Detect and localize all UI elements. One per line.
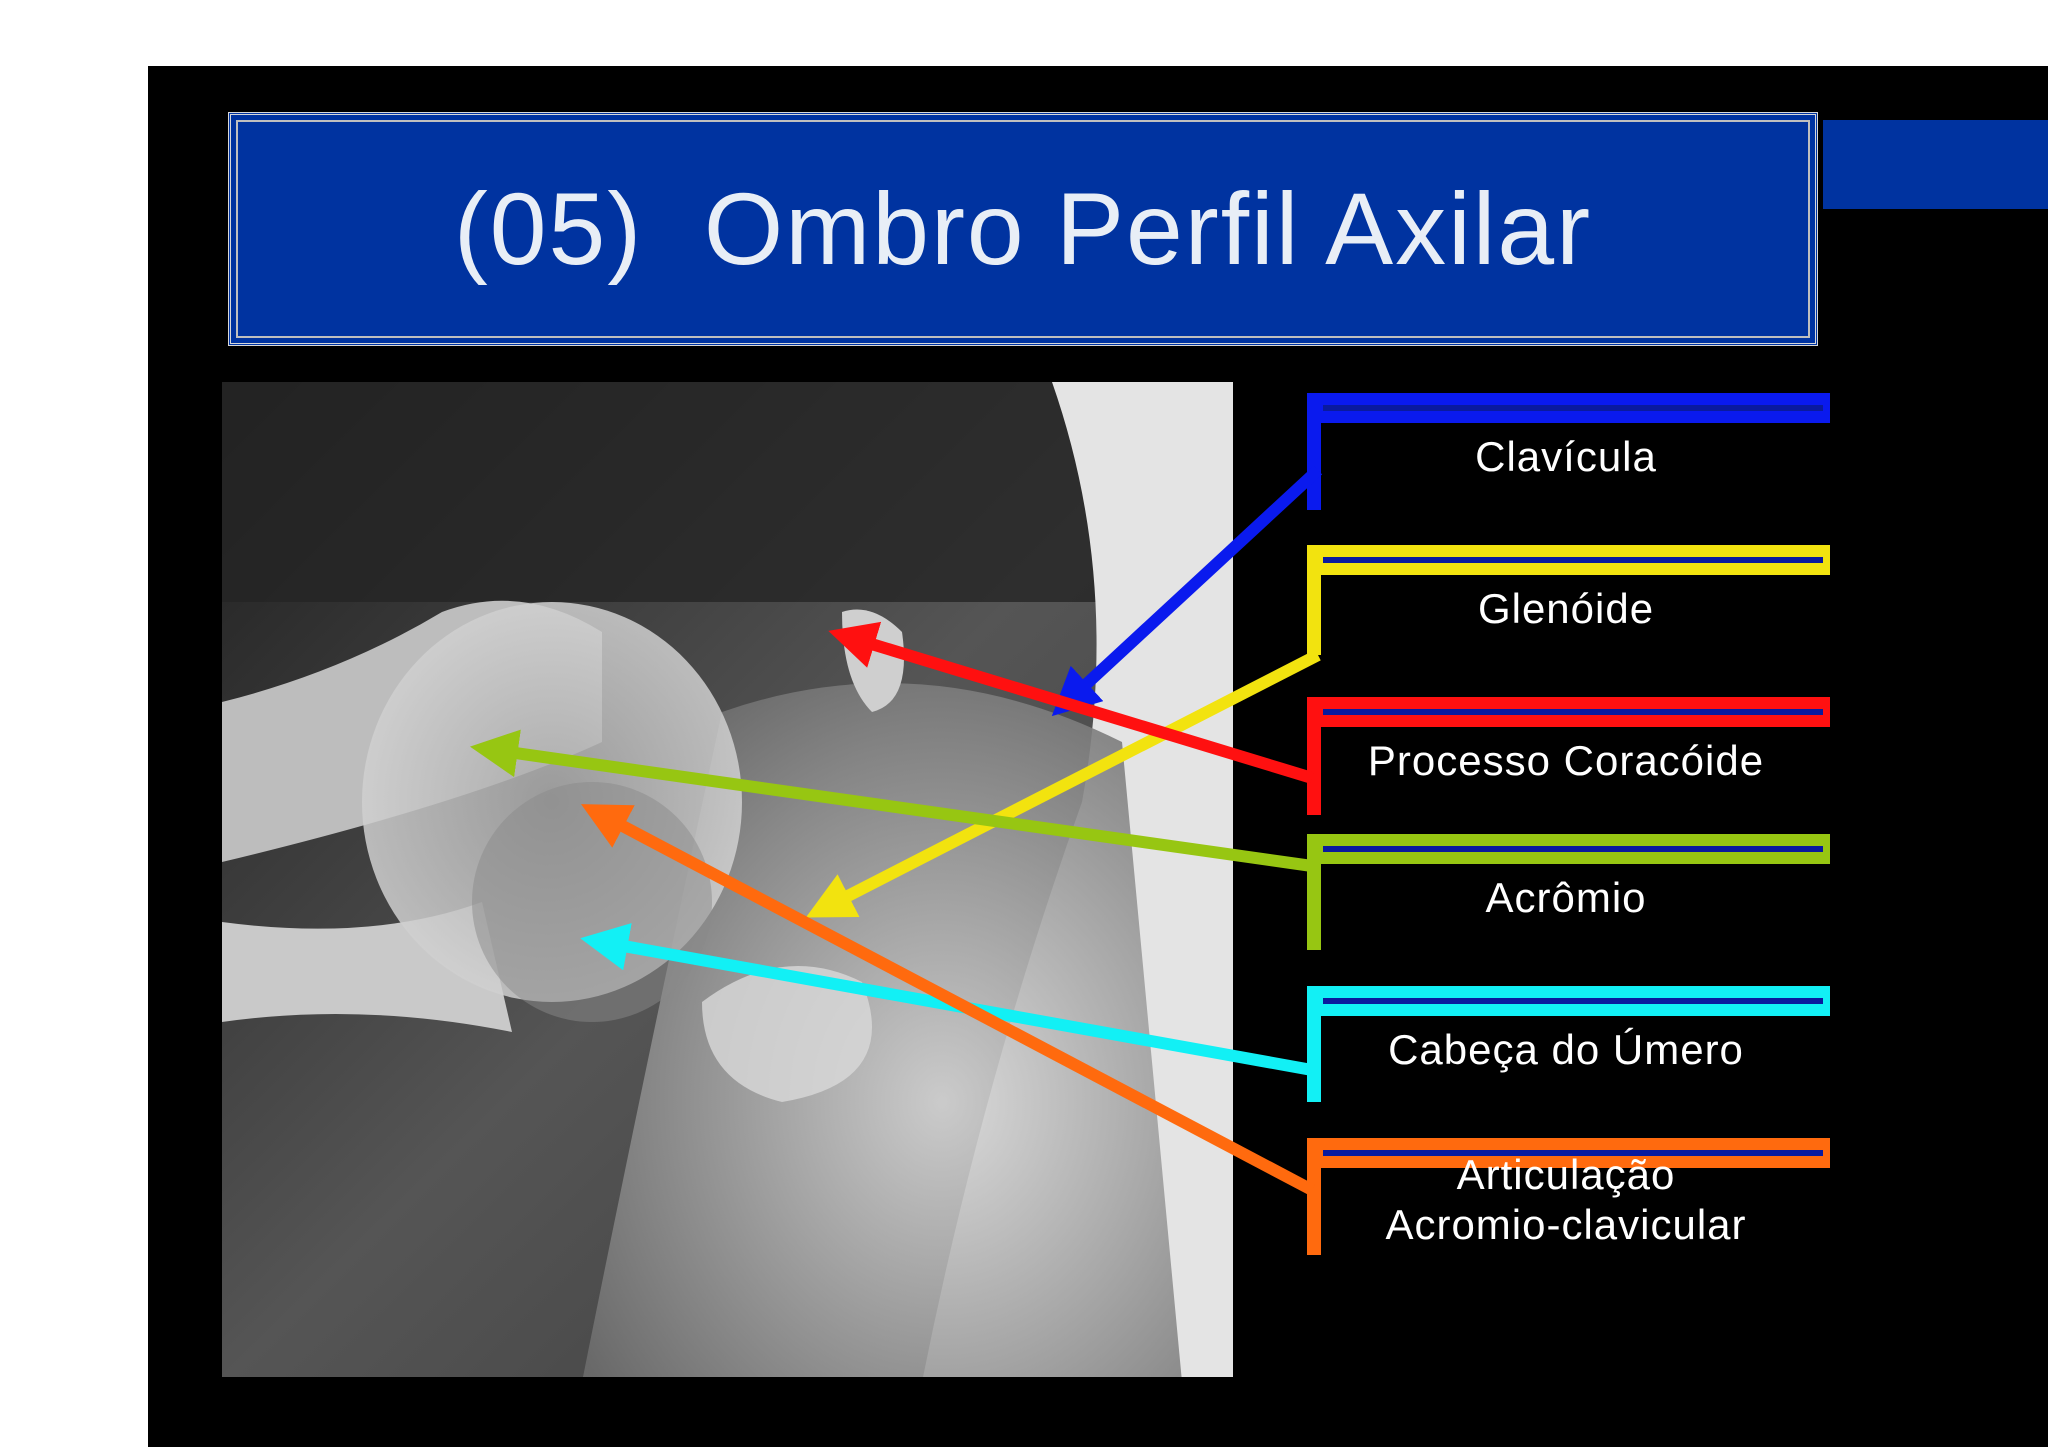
callout-bar-inner-glenoide: [1323, 557, 1823, 563]
callout-bar-inner-acromio: [1323, 846, 1823, 852]
callout-stub-articulacao: [1307, 1140, 1321, 1255]
callout-bar-inner-processo-coracoide: [1323, 709, 1823, 715]
label-acromio: Acrômio: [1485, 874, 1647, 921]
callout-bar-inner-cabeca-do-umero: [1323, 998, 1823, 1004]
label-cabeca-do-umero: Cabeça do Úmero: [1388, 1026, 1744, 1073]
title-accent-bar: [1823, 120, 2048, 209]
callout-arrow-glenoide: [805, 649, 1321, 918]
label-glenoide: Glenóide: [1477, 585, 1655, 632]
callout-bar-inner-clavicula: [1323, 405, 1823, 411]
callout-arrow-acromio: [469, 729, 1313, 872]
label-clavicula: Clavícula: [1475, 433, 1657, 480]
callout-stub-glenoide: [1307, 547, 1321, 655]
title-box: (05) Ombro Perfil Axilar: [228, 112, 1818, 346]
callout-bar-inner-articulacao: [1323, 1150, 1823, 1156]
callout-arrow-clavicula: [1051, 465, 1323, 717]
callout-stub-processo-coracoide: [1307, 699, 1321, 815]
slide-title: (05) Ombro Perfil Axilar: [453, 171, 1593, 286]
xray-image: [222, 382, 1233, 1382]
label-articulacao-acromio-clavicular: Articulação Acromio-clavicular: [1385, 1151, 1747, 1248]
callout-arrow-articulacao: [581, 804, 1315, 1196]
callout-arrow-processo-coracoide: [828, 621, 1314, 784]
label-processo-coracoide: Processo Coracóide: [1367, 737, 1765, 784]
